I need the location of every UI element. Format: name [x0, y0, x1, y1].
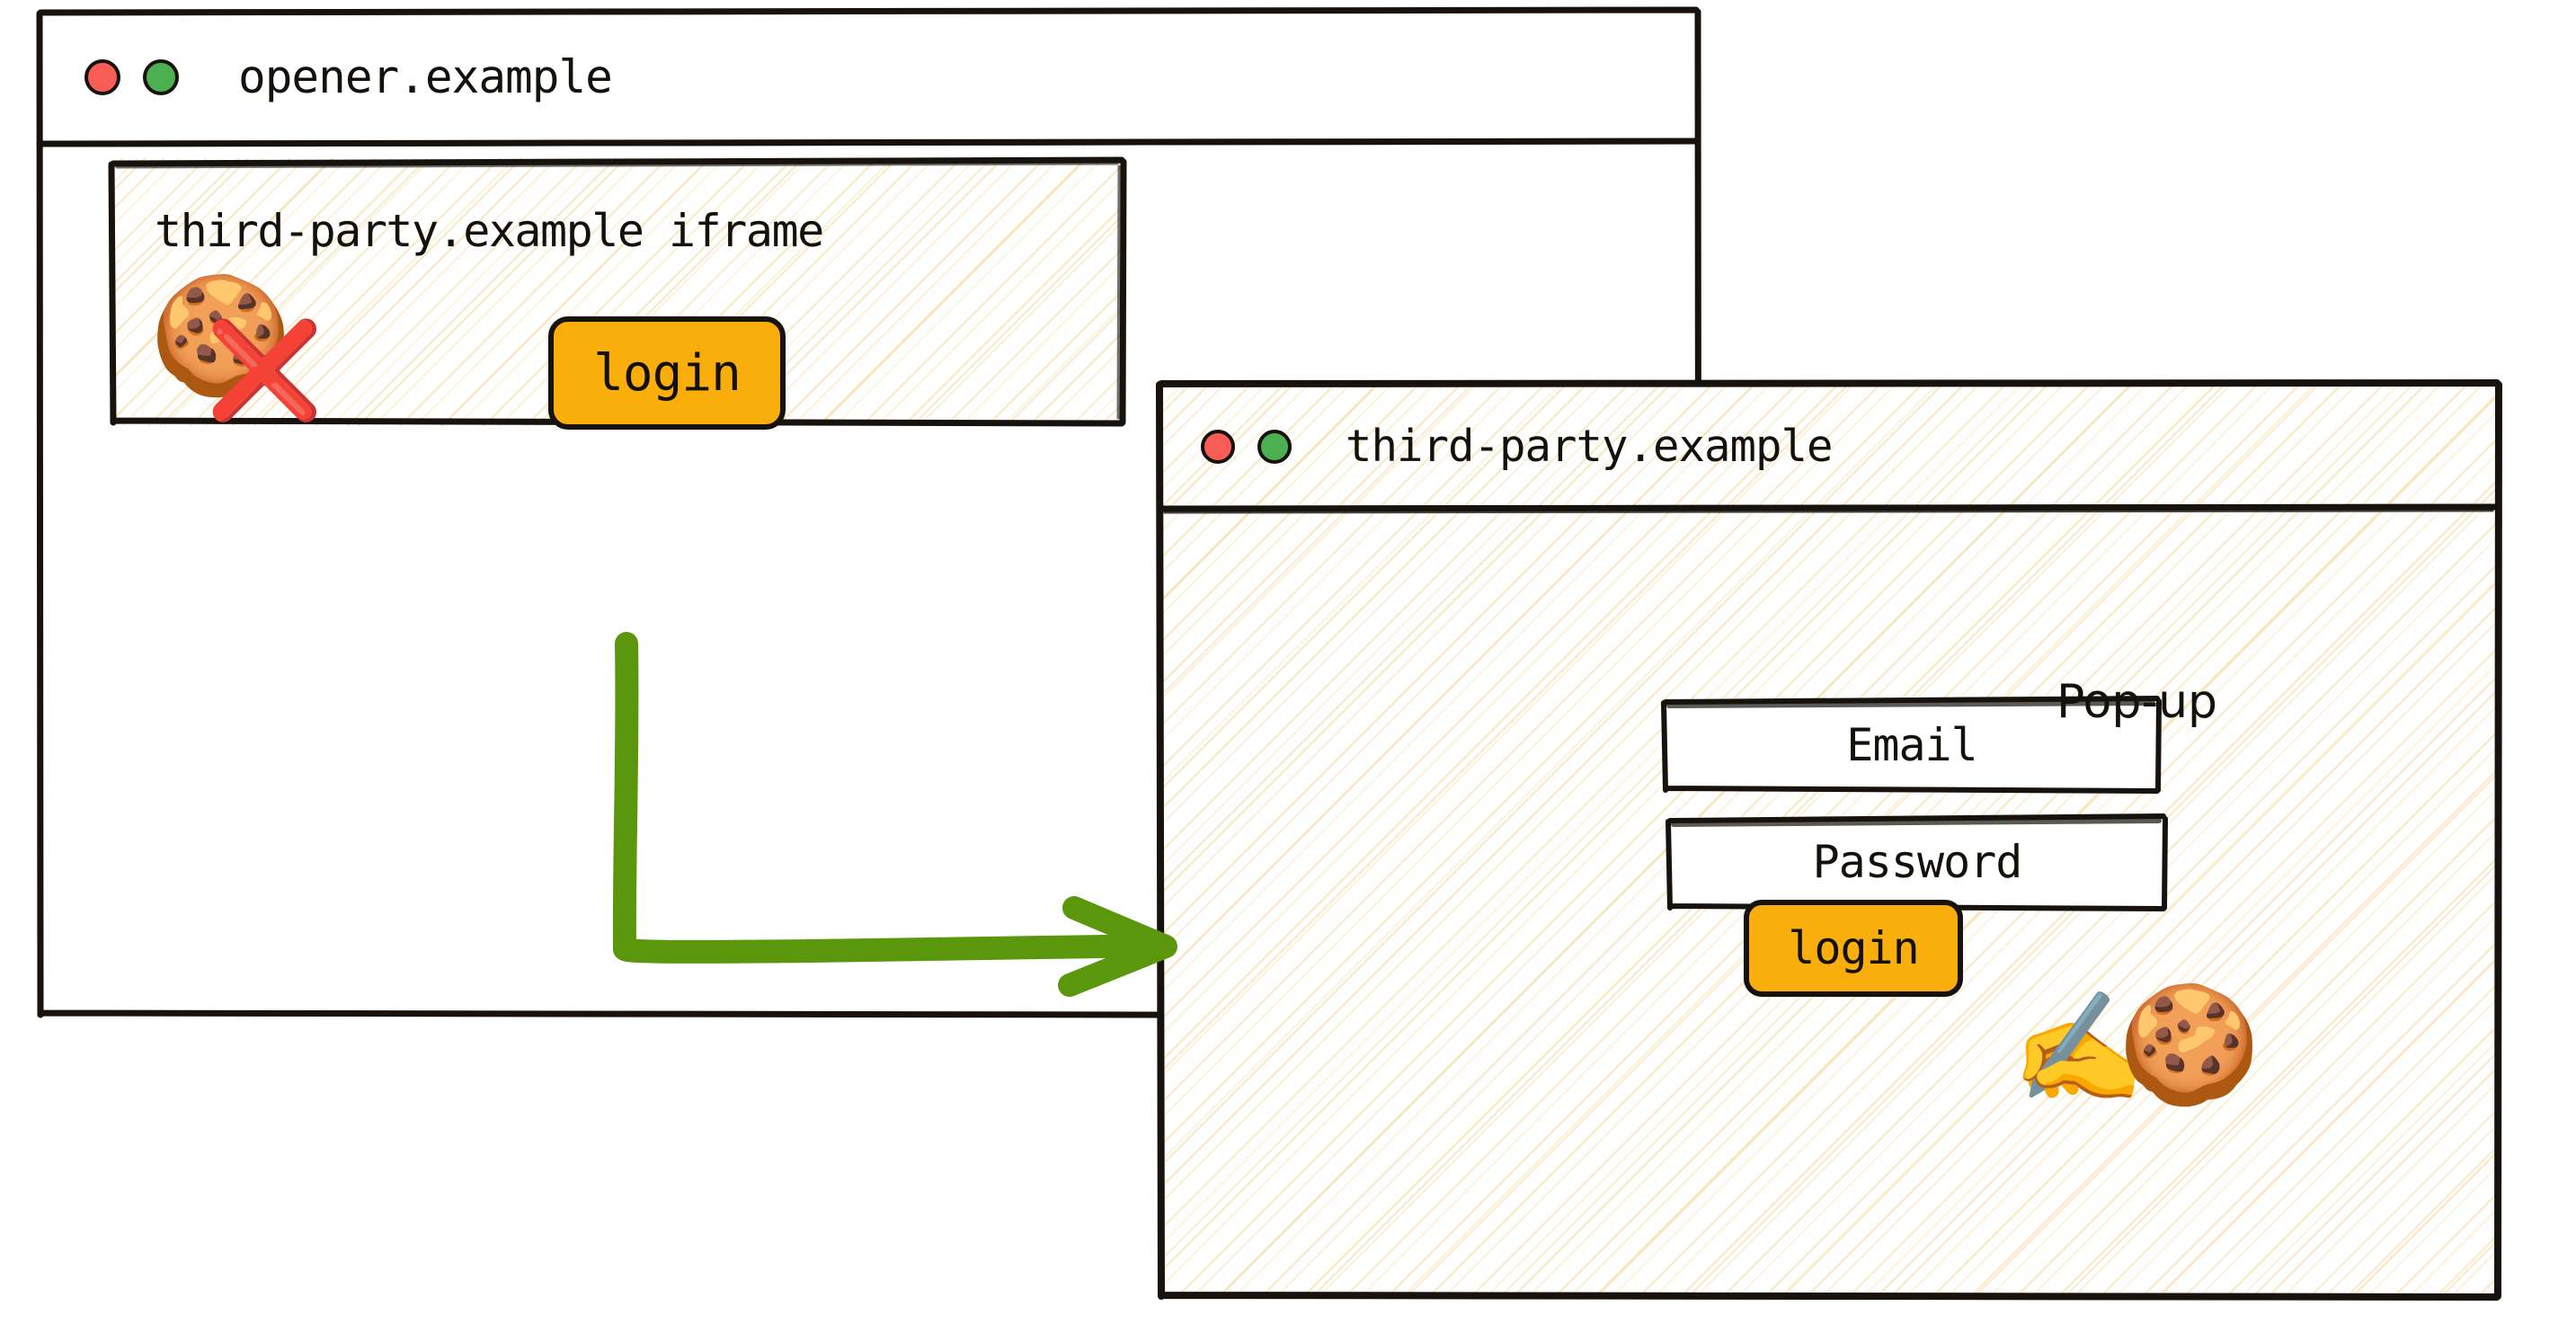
opener-window-title: opener.example: [238, 50, 613, 104]
popup-window-title: third-party.example: [1346, 421, 1834, 472]
cookie-icon: 🍪: [149, 269, 293, 403]
email-field[interactable]: Email: [1661, 696, 2162, 794]
email-field-value: Email: [1846, 719, 1978, 771]
close-dot-red-icon[interactable]: [84, 59, 120, 95]
password-field-border: [1666, 813, 2168, 911]
maximize-dot-green-icon[interactable]: [1257, 429, 1292, 464]
cookie-icon: 🍪: [2118, 978, 2261, 1112]
opener-window-body: third-party.example iframe 🍪 ❌ login: [38, 146, 1700, 1017]
iframe-login-button[interactable]: login: [548, 316, 786, 430]
popup-titlebar: third-party.example: [1158, 381, 2500, 511]
cookie-write-icon: ✍️ 🍪: [2012, 988, 2317, 1123]
cookie-blocked-icon: 🍪 ❌: [149, 269, 324, 422]
maximize-dot-green-icon[interactable]: [143, 59, 179, 95]
close-dot-red-icon[interactable]: [1201, 429, 1235, 464]
password-field[interactable]: Password: [1666, 813, 2168, 911]
writing-hand-icon: ✍️: [2012, 986, 2146, 1111]
opener-titlebar: opener.example: [38, 9, 1700, 146]
password-field-value: Password: [1812, 836, 2023, 888]
iframe-label: third-party.example iframe: [155, 205, 824, 257]
popup-login-button[interactable]: login: [1744, 900, 1963, 997]
cross-mark-icon: ❌: [206, 315, 324, 425]
third-party-popup-window: third-party.example Email Password login…: [1156, 379, 2502, 1301]
popup-annotation-label: Pop-up: [2056, 675, 2218, 729]
popup-window-body: Email Password login Pop-up ✍️ 🍪: [1158, 511, 2500, 1299]
email-field-border: [1661, 696, 2162, 794]
third-party-iframe: third-party.example iframe 🍪 ❌ login: [108, 156, 1127, 430]
